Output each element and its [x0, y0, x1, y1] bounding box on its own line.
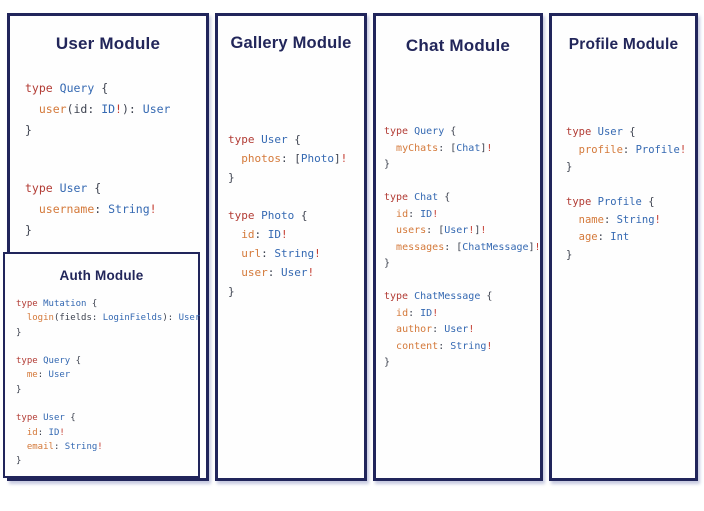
code-line: url: String! — [241, 247, 321, 260]
code-line: login(fields: LoginFields): User — [26, 313, 201, 324]
code-line: name: String! — [578, 213, 661, 226]
code-line: type Photo { — [228, 209, 308, 222]
code-line: author: User! — [396, 324, 475, 335]
code-line: id: ID! — [26, 427, 65, 438]
code-line: profile: Profile! — [578, 143, 687, 156]
code-line — [384, 174, 541, 191]
code-block-user-query: type Query { user(id: ID!): User} — [25, 78, 170, 141]
panel-chat-module: Chat Module type Query { myChats: [Chat]… — [373, 13, 543, 481]
code-block-profile: type User { profile: Profile!} type Prof… — [566, 124, 686, 264]
code-line: type Mutation { — [16, 299, 98, 309]
code-line: username: String! — [38, 202, 157, 216]
code-line: type Profile { — [566, 196, 655, 208]
code-line: user(id: ID!): User — [38, 102, 171, 116]
code-line: type User { — [228, 133, 301, 146]
code-line: } — [25, 123, 32, 137]
code-line: content: String! — [396, 340, 493, 352]
panel-title-gallery-module: Gallery Module — [230, 34, 352, 52]
code-line — [228, 187, 347, 206]
code-line: id: ID! — [396, 208, 439, 220]
code-block-chat: type Query { myChats: [Chat]!} type Chat… — [384, 124, 541, 372]
panel-profile-module: Profile Module type User { profile: Prof… — [549, 13, 698, 481]
code-line: } — [16, 456, 22, 467]
code-line: } — [384, 159, 391, 170]
code-line: type User { — [16, 413, 76, 424]
panel-title-chat-module: Chat Module — [405, 36, 511, 55]
code-block-user-type: type User { username: String!} — [25, 178, 157, 241]
code-line — [16, 397, 200, 411]
code-line: } — [566, 161, 573, 173]
code-block-auth: type Mutation { login(fields: LoginField… — [16, 297, 200, 469]
code-line: id: ID! — [241, 228, 288, 241]
code-line — [566, 177, 686, 195]
code-line — [384, 273, 541, 290]
code-line: type Query { — [16, 356, 82, 367]
code-line: type ChatMessage { — [384, 291, 493, 302]
code-line: } — [228, 285, 235, 298]
code-line: } — [16, 384, 22, 395]
code-line: type Query { — [384, 126, 457, 137]
code-line: type User { — [25, 181, 102, 195]
panel-gallery-module: Gallery Module type User { photos: [Phot… — [215, 13, 367, 481]
code-line: type Chat { — [384, 192, 451, 203]
code-line: messages: [ChatMessage]! — [396, 241, 541, 253]
code-line: id: ID! — [396, 307, 439, 319]
code-line: } — [384, 258, 391, 269]
panel-title-user-module: User Module — [55, 34, 161, 53]
code-line: age: Int — [578, 231, 630, 243]
code-line: } — [228, 171, 235, 184]
code-line: user: User! — [241, 266, 315, 279]
code-line: } — [384, 357, 391, 368]
code-line: } — [16, 327, 22, 338]
code-line: me: User — [26, 370, 71, 381]
code-line: users: [User!]! — [396, 225, 487, 236]
code-block-gallery: type User { photos: [Photo]!} type Photo… — [228, 130, 347, 301]
panel-auth-module: Auth Module type Mutation { login(fields… — [3, 252, 200, 478]
code-line: type Query { — [25, 81, 109, 95]
panel-title-auth-module: Auth Module — [59, 268, 144, 283]
code-line: } — [566, 248, 573, 261]
code-line: myChats: [Chat]! — [396, 142, 493, 154]
code-line: email: String! — [26, 441, 103, 452]
panel-title-profile-module: Profile Module — [568, 36, 679, 53]
code-line — [16, 340, 200, 354]
code-line: } — [25, 223, 32, 237]
code-line: photos: [Photo]! — [241, 152, 348, 165]
code-line: type User { — [566, 126, 636, 138]
panel-user-module: User Module type Query { user(id: ID!): … — [3, 13, 209, 481]
